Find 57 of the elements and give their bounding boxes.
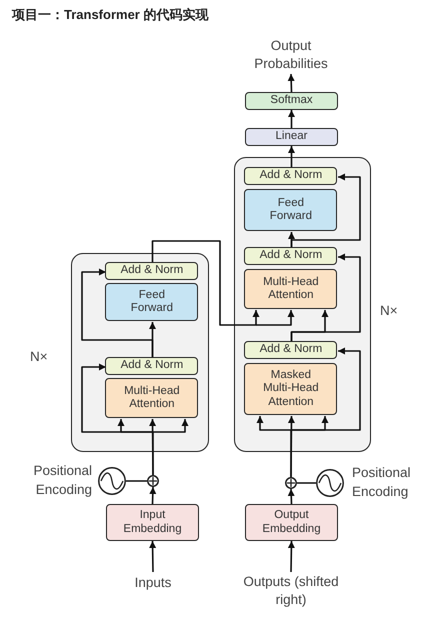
io-label: Inputs: [110, 572, 196, 594]
layer-label: Add & Norm: [260, 169, 322, 184]
attention-layer: [244, 363, 338, 416]
add-norm-layer: [244, 341, 338, 360]
add-norm-layer: [244, 247, 338, 266]
softmax-layer: [245, 92, 338, 110]
sum-icon: [147, 475, 159, 487]
attention-layer: [105, 378, 198, 418]
layer-stack-panel: [234, 157, 371, 452]
attention-layer: [244, 269, 338, 310]
embedding-layer: [106, 504, 199, 541]
arrow: [290, 174, 361, 248]
embedding-layer: [245, 504, 338, 541]
arrow: [290, 254, 361, 342]
sine-wave-icon: [98, 467, 126, 495]
connector-line: [126, 480, 147, 482]
diagram-title: 项目一：Transformer 的代码实现: [12, 6, 208, 24]
arrow: [81, 364, 154, 475]
io-label: Outputs (shifted right): [243, 572, 339, 610]
add-norm-layer: [244, 167, 338, 186]
arrow: [149, 486, 156, 504]
repeat-count-label: N×: [30, 348, 48, 366]
layer-label: Input Embedding: [122, 508, 183, 536]
repeat-count-label: N×: [380, 302, 398, 320]
layer-stack-panel: [71, 253, 209, 452]
positional-encoding-label: Positional Encoding: [32, 462, 92, 499]
arrow: [288, 488, 295, 504]
layer-label: Multi-Head Attention: [123, 384, 181, 412]
arrow: [81, 268, 154, 358]
arrow: [288, 540, 295, 572]
sum-icon: [285, 477, 297, 489]
layer-label: Feed Forward: [268, 196, 313, 224]
layer-label: Feed Forward: [130, 288, 174, 316]
layer-label: Add & Norm: [260, 249, 322, 264]
sine-wave-icon: [316, 469, 344, 497]
layer-label: Output Embedding: [261, 508, 322, 536]
arrow: [288, 110, 295, 128]
layer-label: Softmax: [270, 94, 313, 108]
positional-encoding-label: Positional Encoding: [352, 464, 412, 501]
layer-label: Add & Norm: [120, 264, 184, 278]
arrow: [288, 74, 295, 92]
linear-layer: [245, 128, 338, 146]
feed-forward-layer: [244, 189, 338, 232]
layer-label: Multi-Head Attention: [262, 276, 320, 304]
connector-line: [297, 482, 316, 484]
layer-label: Masked Multi-Head Attention: [262, 368, 320, 410]
layer-label: Add & Norm: [120, 359, 184, 374]
arrow: [152, 240, 294, 326]
feed-forward-layer: [105, 283, 198, 322]
arrow: [288, 146, 295, 168]
add-norm-layer: [105, 357, 198, 376]
arrow: [149, 540, 156, 572]
layer-label: Add & Norm: [260, 343, 322, 358]
io-label: Output Probabilities: [236, 36, 346, 74]
add-norm-layer: [105, 262, 198, 280]
layer-label: Linear: [276, 130, 308, 144]
arrow: [290, 348, 361, 477]
